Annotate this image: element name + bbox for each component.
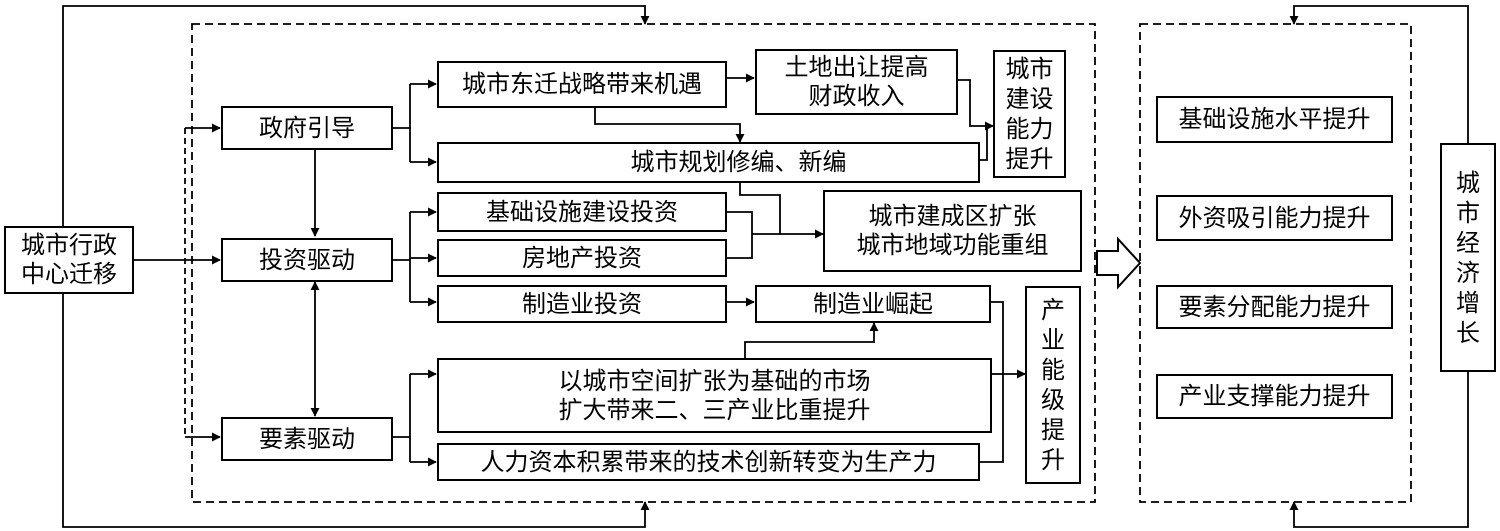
path-infra-invest-label: 基础设施建设投资 xyxy=(486,197,678,226)
path-land-transfer-label: 土地出让提高 财政收入 xyxy=(784,53,929,110)
driver-factor-label: 要素驱动 xyxy=(259,424,355,453)
path-urban-planning-label: 城市规划修编、新编 xyxy=(630,148,847,176)
driver-investment: 投资驱动 xyxy=(221,238,393,282)
path-real-estate: 房地产投资 xyxy=(437,239,727,277)
outcome-construction: 城市 建设 能力 提升 xyxy=(993,50,1066,178)
outcome-built-area: 城市建成区扩张 城市地域功能重组 xyxy=(823,190,1082,272)
capability-label: 基础设施水平提升 xyxy=(1178,105,1371,133)
driver-government-label: 政府引导 xyxy=(259,113,355,142)
capability-label: 产业支撑能力提升 xyxy=(1178,382,1371,410)
path-infra-invest: 基础设施建设投资 xyxy=(437,192,727,232)
driver-investment-label: 投资驱动 xyxy=(259,245,355,274)
path-urban-planning: 城市规划修编、新编 xyxy=(437,142,980,183)
path-human-capital: 人力资本积累带来的技术创新转变为生产力 xyxy=(437,443,980,481)
path-land-transfer: 土地出让提高 财政收入 xyxy=(755,49,958,115)
driver-government: 政府引导 xyxy=(221,106,393,150)
path-east-strategy: 城市东迁战略带来机遇 xyxy=(437,61,727,108)
path-east-strategy-label: 城市东迁战略带来机遇 xyxy=(462,70,702,98)
capability-box: 产业支撑能力提升 xyxy=(1156,374,1393,419)
result-label: 城 市 经 济 增 长 xyxy=(1456,168,1480,347)
source-box: 城市行政 中心迁移 xyxy=(4,226,134,294)
path-market-expansion: 以城市空间扩张为基础的市场 扩大带来二、三产业比重提升 xyxy=(437,358,992,433)
driver-factor: 要素驱动 xyxy=(221,417,393,461)
result-box: 城 市 经 济 增 长 xyxy=(1440,143,1496,372)
capability-label: 要素分配能力提升 xyxy=(1178,292,1371,321)
hollow-arrow xyxy=(1096,236,1142,290)
capability-box: 要素分配能力提升 xyxy=(1156,285,1393,329)
path-real-estate-label: 房地产投资 xyxy=(522,243,642,272)
path-manufacturing-invest: 制造业投资 xyxy=(437,285,727,323)
path-market-expansion-label: 以城市空间扩张为基础的市场 扩大带来二、三产业比重提升 xyxy=(558,366,871,424)
outcome-industry-level: 产 业 能 级 提 升 xyxy=(1025,286,1081,484)
capability-box: 外资吸引能力提升 xyxy=(1156,195,1393,241)
path-manufacturing-rise: 制造业崛起 xyxy=(755,285,991,323)
outcome-industry-level-label: 产 业 能 级 提 升 xyxy=(1041,296,1065,474)
outcome-built-area-label: 城市建成区扩张 城市地域功能重组 xyxy=(856,202,1049,259)
path-manufacturing-rise-label: 制造业崛起 xyxy=(813,289,933,318)
capability-label: 外资吸引能力提升 xyxy=(1178,203,1371,232)
outcome-construction-label: 城市 建设 能力 提升 xyxy=(1005,55,1054,173)
capability-box: 基础设施水平提升 xyxy=(1156,96,1393,143)
path-human-capital-label: 人力资本积累带来的技术创新转变为生产力 xyxy=(480,447,937,476)
path-manufacturing-invest-label: 制造业投资 xyxy=(522,289,642,318)
source-label: 城市行政 中心迁移 xyxy=(21,231,117,288)
